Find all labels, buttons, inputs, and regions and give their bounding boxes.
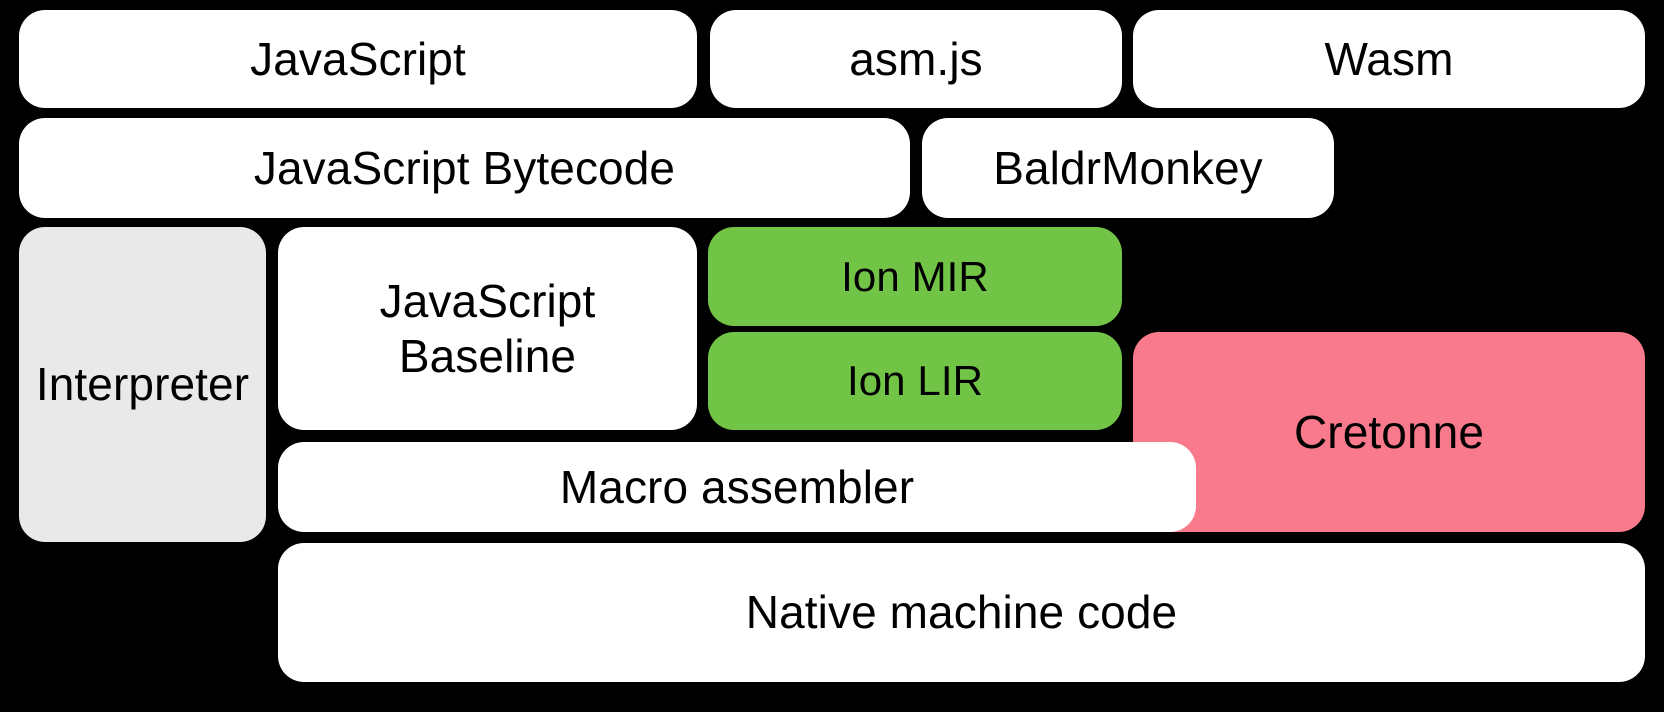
node-ion-lir[interactable]: Ion LIR <box>708 332 1122 430</box>
node-macro-assembler[interactable]: Macro assembler <box>278 442 1196 532</box>
node-wasm[interactable]: Wasm <box>1133 10 1645 108</box>
node-interpreter[interactable]: Interpreter <box>19 227 266 542</box>
node-label-native-machine-code: Native machine code <box>745 586 1178 639</box>
node-cretonne[interactable]: Cretonne <box>1133 332 1645 532</box>
node-javascript-bytecode[interactable]: JavaScript Bytecode <box>19 118 910 218</box>
node-label-javascript: JavaScript <box>250 32 466 85</box>
node-ion-mir[interactable]: Ion MIR <box>708 227 1122 326</box>
node-baldrmonkey[interactable]: BaldrMonkey <box>922 118 1334 218</box>
node-label-asmjs: asm.js <box>849 32 983 85</box>
node-native-machine-code[interactable]: Native machine code <box>278 543 1645 682</box>
node-label-javascript-baseline: JavaScript Baseline <box>379 275 596 382</box>
node-label-ion-lir: Ion LIR <box>846 357 984 405</box>
node-asmjs[interactable]: asm.js <box>710 10 1122 108</box>
node-javascript[interactable]: JavaScript <box>19 10 697 108</box>
node-label-cretonne: Cretonne <box>1293 405 1485 458</box>
node-label-javascript-bytecode: JavaScript Bytecode <box>253 141 676 194</box>
node-label-wasm: Wasm <box>1324 32 1454 85</box>
node-label-macro-assembler: Macro assembler <box>559 460 915 513</box>
node-javascript-baseline[interactable]: JavaScript Baseline <box>278 227 697 430</box>
node-label-baldrmonkey: BaldrMonkey <box>993 141 1263 194</box>
node-label-ion-mir: Ion MIR <box>841 252 989 300</box>
node-label-interpreter: Interpreter <box>35 358 250 411</box>
